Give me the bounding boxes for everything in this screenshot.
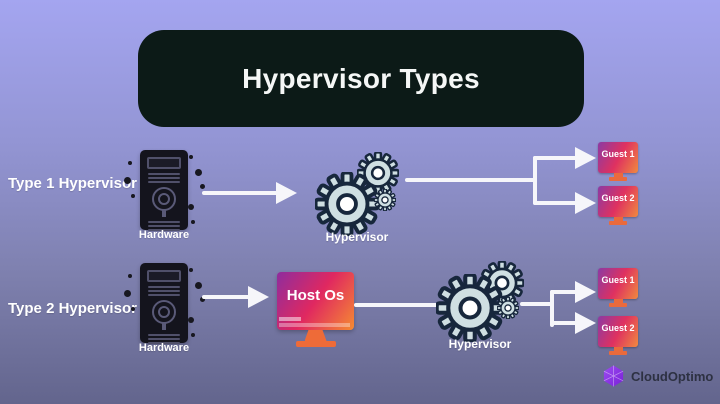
arrowhead-icon bbox=[276, 182, 297, 204]
connector-line bbox=[533, 201, 577, 205]
tower-vents bbox=[148, 173, 180, 183]
connector-branch bbox=[550, 290, 554, 327]
arrowhead-icon bbox=[248, 286, 269, 308]
guest2-monitor-icon: Guest 2 bbox=[598, 316, 638, 355]
brand-lockup: CloudOptimo bbox=[602, 364, 713, 388]
connector-line bbox=[533, 156, 577, 160]
arrowhead-icon bbox=[575, 312, 596, 334]
arrowhead-icon bbox=[575, 147, 596, 169]
host-os-label: Host Os bbox=[286, 287, 345, 304]
arrowhead-icon bbox=[575, 281, 596, 303]
guest2-label: Guest 2 bbox=[601, 193, 635, 203]
decor-dot bbox=[128, 274, 132, 278]
decor-dot bbox=[188, 204, 194, 210]
server-tower-icon bbox=[140, 263, 188, 344]
decor-dot bbox=[188, 317, 194, 323]
hypervisor2-label: Hypervisor bbox=[448, 337, 512, 351]
decor-dot bbox=[189, 155, 193, 159]
decor-dot bbox=[191, 220, 195, 224]
taskbar-stripe bbox=[279, 317, 301, 321]
gear-small-icon bbox=[497, 297, 519, 319]
gear-large-icon bbox=[315, 172, 379, 236]
hypervisor1-label: Hypervisor bbox=[325, 230, 389, 244]
tower-drive-slot bbox=[147, 157, 181, 169]
tower-vents bbox=[148, 286, 180, 296]
taskbar-stripe bbox=[279, 323, 350, 327]
decor-dot bbox=[131, 194, 135, 198]
decor-dot bbox=[195, 282, 202, 289]
guest1-monitor-icon: Guest 1 bbox=[598, 268, 638, 307]
tower-emblem bbox=[152, 300, 176, 330]
hardware2-label: Hardware bbox=[138, 342, 190, 354]
server-tower-icon bbox=[140, 150, 188, 231]
decor-dot bbox=[128, 161, 132, 165]
hardware1-label: Hardware bbox=[138, 229, 190, 241]
gear-large-icon bbox=[436, 274, 504, 342]
guest2-monitor-icon: Guest 2 bbox=[598, 186, 638, 225]
guest1-label: Guest 1 bbox=[601, 149, 635, 159]
connector-line bbox=[520, 302, 554, 306]
decor-dot bbox=[124, 290, 131, 297]
page-title: Hypervisor Types bbox=[242, 62, 480, 94]
decor-dot bbox=[124, 177, 131, 184]
title-banner: Hypervisor Types bbox=[138, 30, 584, 127]
tower-vents-bottom bbox=[148, 334, 180, 344]
decor-dot bbox=[195, 169, 202, 176]
arrowhead-icon bbox=[575, 192, 596, 214]
brand-name: CloudOptimo bbox=[631, 368, 714, 384]
decor-dot bbox=[200, 184, 205, 189]
guest2-label: Guest 2 bbox=[601, 323, 635, 333]
guest1-monitor-icon: Guest 1 bbox=[598, 142, 638, 181]
decor-dot bbox=[191, 333, 195, 337]
tower-emblem bbox=[152, 187, 176, 217]
decor-dot bbox=[200, 297, 205, 302]
gear-small-icon bbox=[374, 189, 396, 211]
connector-line bbox=[550, 290, 577, 294]
cloudoptimo-logo-icon bbox=[603, 365, 624, 387]
arrow-right-icon bbox=[202, 191, 278, 195]
type1-label: Type 1 Hypervisor bbox=[8, 175, 137, 192]
connector-line bbox=[550, 321, 577, 325]
decor-dot bbox=[131, 307, 135, 311]
connector-branch bbox=[533, 156, 537, 205]
decor-dot bbox=[189, 268, 193, 272]
host-os-monitor-icon: Host Os bbox=[277, 272, 354, 347]
tower-drive-slot bbox=[147, 270, 181, 282]
connector-line bbox=[354, 303, 440, 307]
guest1-label: Guest 1 bbox=[601, 275, 635, 285]
arrow-right-icon bbox=[202, 295, 250, 299]
tower-vents-bottom bbox=[148, 221, 180, 231]
type2-label: Type 2 Hypervisor bbox=[8, 300, 137, 317]
connector-line bbox=[405, 178, 537, 182]
